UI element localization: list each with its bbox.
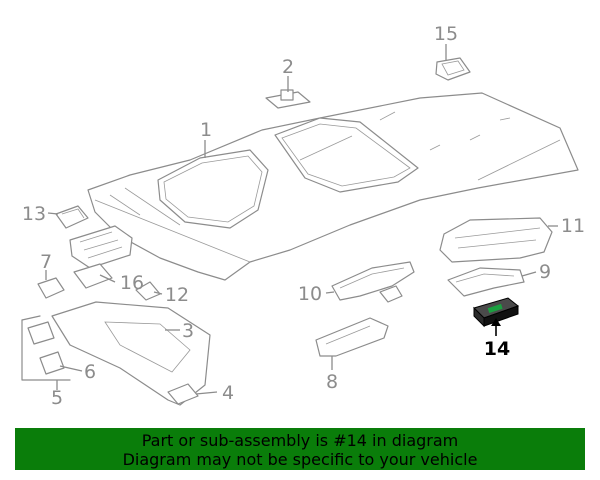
leader-lines (45, 44, 558, 395)
callout-4: 4 (222, 382, 234, 404)
callout-11: 11 (561, 215, 585, 237)
banner-line-2: Diagram may not be specific to your vehi… (122, 450, 478, 469)
callout-13: 13 (22, 203, 46, 225)
callout-14-highlighted: 14 (484, 338, 510, 360)
part-11-rear-trim (439, 217, 553, 263)
part-16-console (69, 225, 133, 289)
callout-16: 16 (120, 272, 144, 294)
callout-12: 12 (165, 284, 189, 306)
part-9-grab-handle (447, 267, 525, 297)
callout-9: 9 (539, 261, 551, 283)
part-13-lamp (55, 205, 89, 229)
callout-5: 5 (51, 387, 63, 409)
callout-1: 1 (200, 119, 212, 141)
callout-15: 15 (434, 23, 458, 45)
part-4-clip (167, 383, 199, 405)
callout-8: 8 (326, 371, 338, 393)
info-banner: Part or sub-assembly is #14 in diagram D… (15, 428, 585, 470)
part-2-clip (265, 89, 311, 109)
callout-7: 7 (40, 251, 52, 273)
part-1-headliner (87, 92, 579, 281)
part-10-trim (331, 261, 415, 303)
banner-line-1: Part or sub-assembly is #14 in diagram (141, 431, 459, 450)
part-14-module (473, 297, 520, 328)
parts-diagram: 1 2 3 4 5 6 7 8 9 10 11 12 13 14 15 16 (21, 23, 585, 409)
part-7-clip (37, 277, 65, 299)
part-5-holder-group (21, 315, 71, 381)
callout-3: 3 (182, 320, 194, 342)
callout-10: 10 (298, 283, 322, 305)
callout-2: 2 (282, 56, 294, 78)
callout-6: 6 (84, 361, 96, 383)
part-8-grab-handle (315, 317, 389, 357)
part-15-dome-lamp (435, 57, 471, 81)
